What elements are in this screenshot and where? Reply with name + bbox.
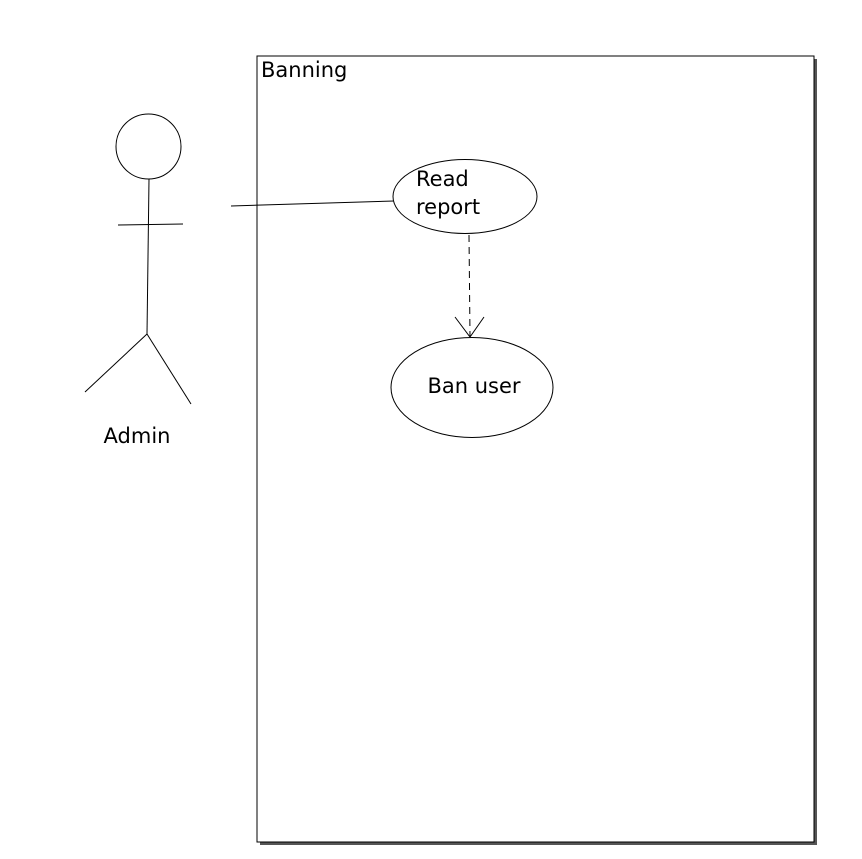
use-case-read-report: Read report — [392, 159, 538, 234]
use-case-ellipse — [390, 337, 554, 438]
actor-right-leg — [146, 333, 192, 405]
use-case-label-line-2: report — [416, 195, 480, 219]
dependency-line — [468, 234, 471, 337]
actor-admin: Admin — [84, 113, 192, 448]
use-case-ellipse — [392, 159, 538, 234]
actor-head — [115, 113, 182, 180]
dependency-arrow — [454, 234, 485, 338]
arrow-head — [454, 316, 485, 338]
system-boundary — [256, 55, 815, 843]
actor-arms — [117, 223, 184, 226]
use-case-label-line-1: Read — [416, 167, 469, 191]
use-case-ban-user: Ban user — [390, 337, 554, 438]
actor-body — [146, 178, 150, 335]
system-title: Banning — [261, 58, 347, 82]
actor-label: Admin — [104, 424, 171, 448]
actor-left-leg — [84, 333, 148, 393]
use-case-label: Ban user — [427, 374, 520, 398]
association-line — [230, 200, 395, 207]
